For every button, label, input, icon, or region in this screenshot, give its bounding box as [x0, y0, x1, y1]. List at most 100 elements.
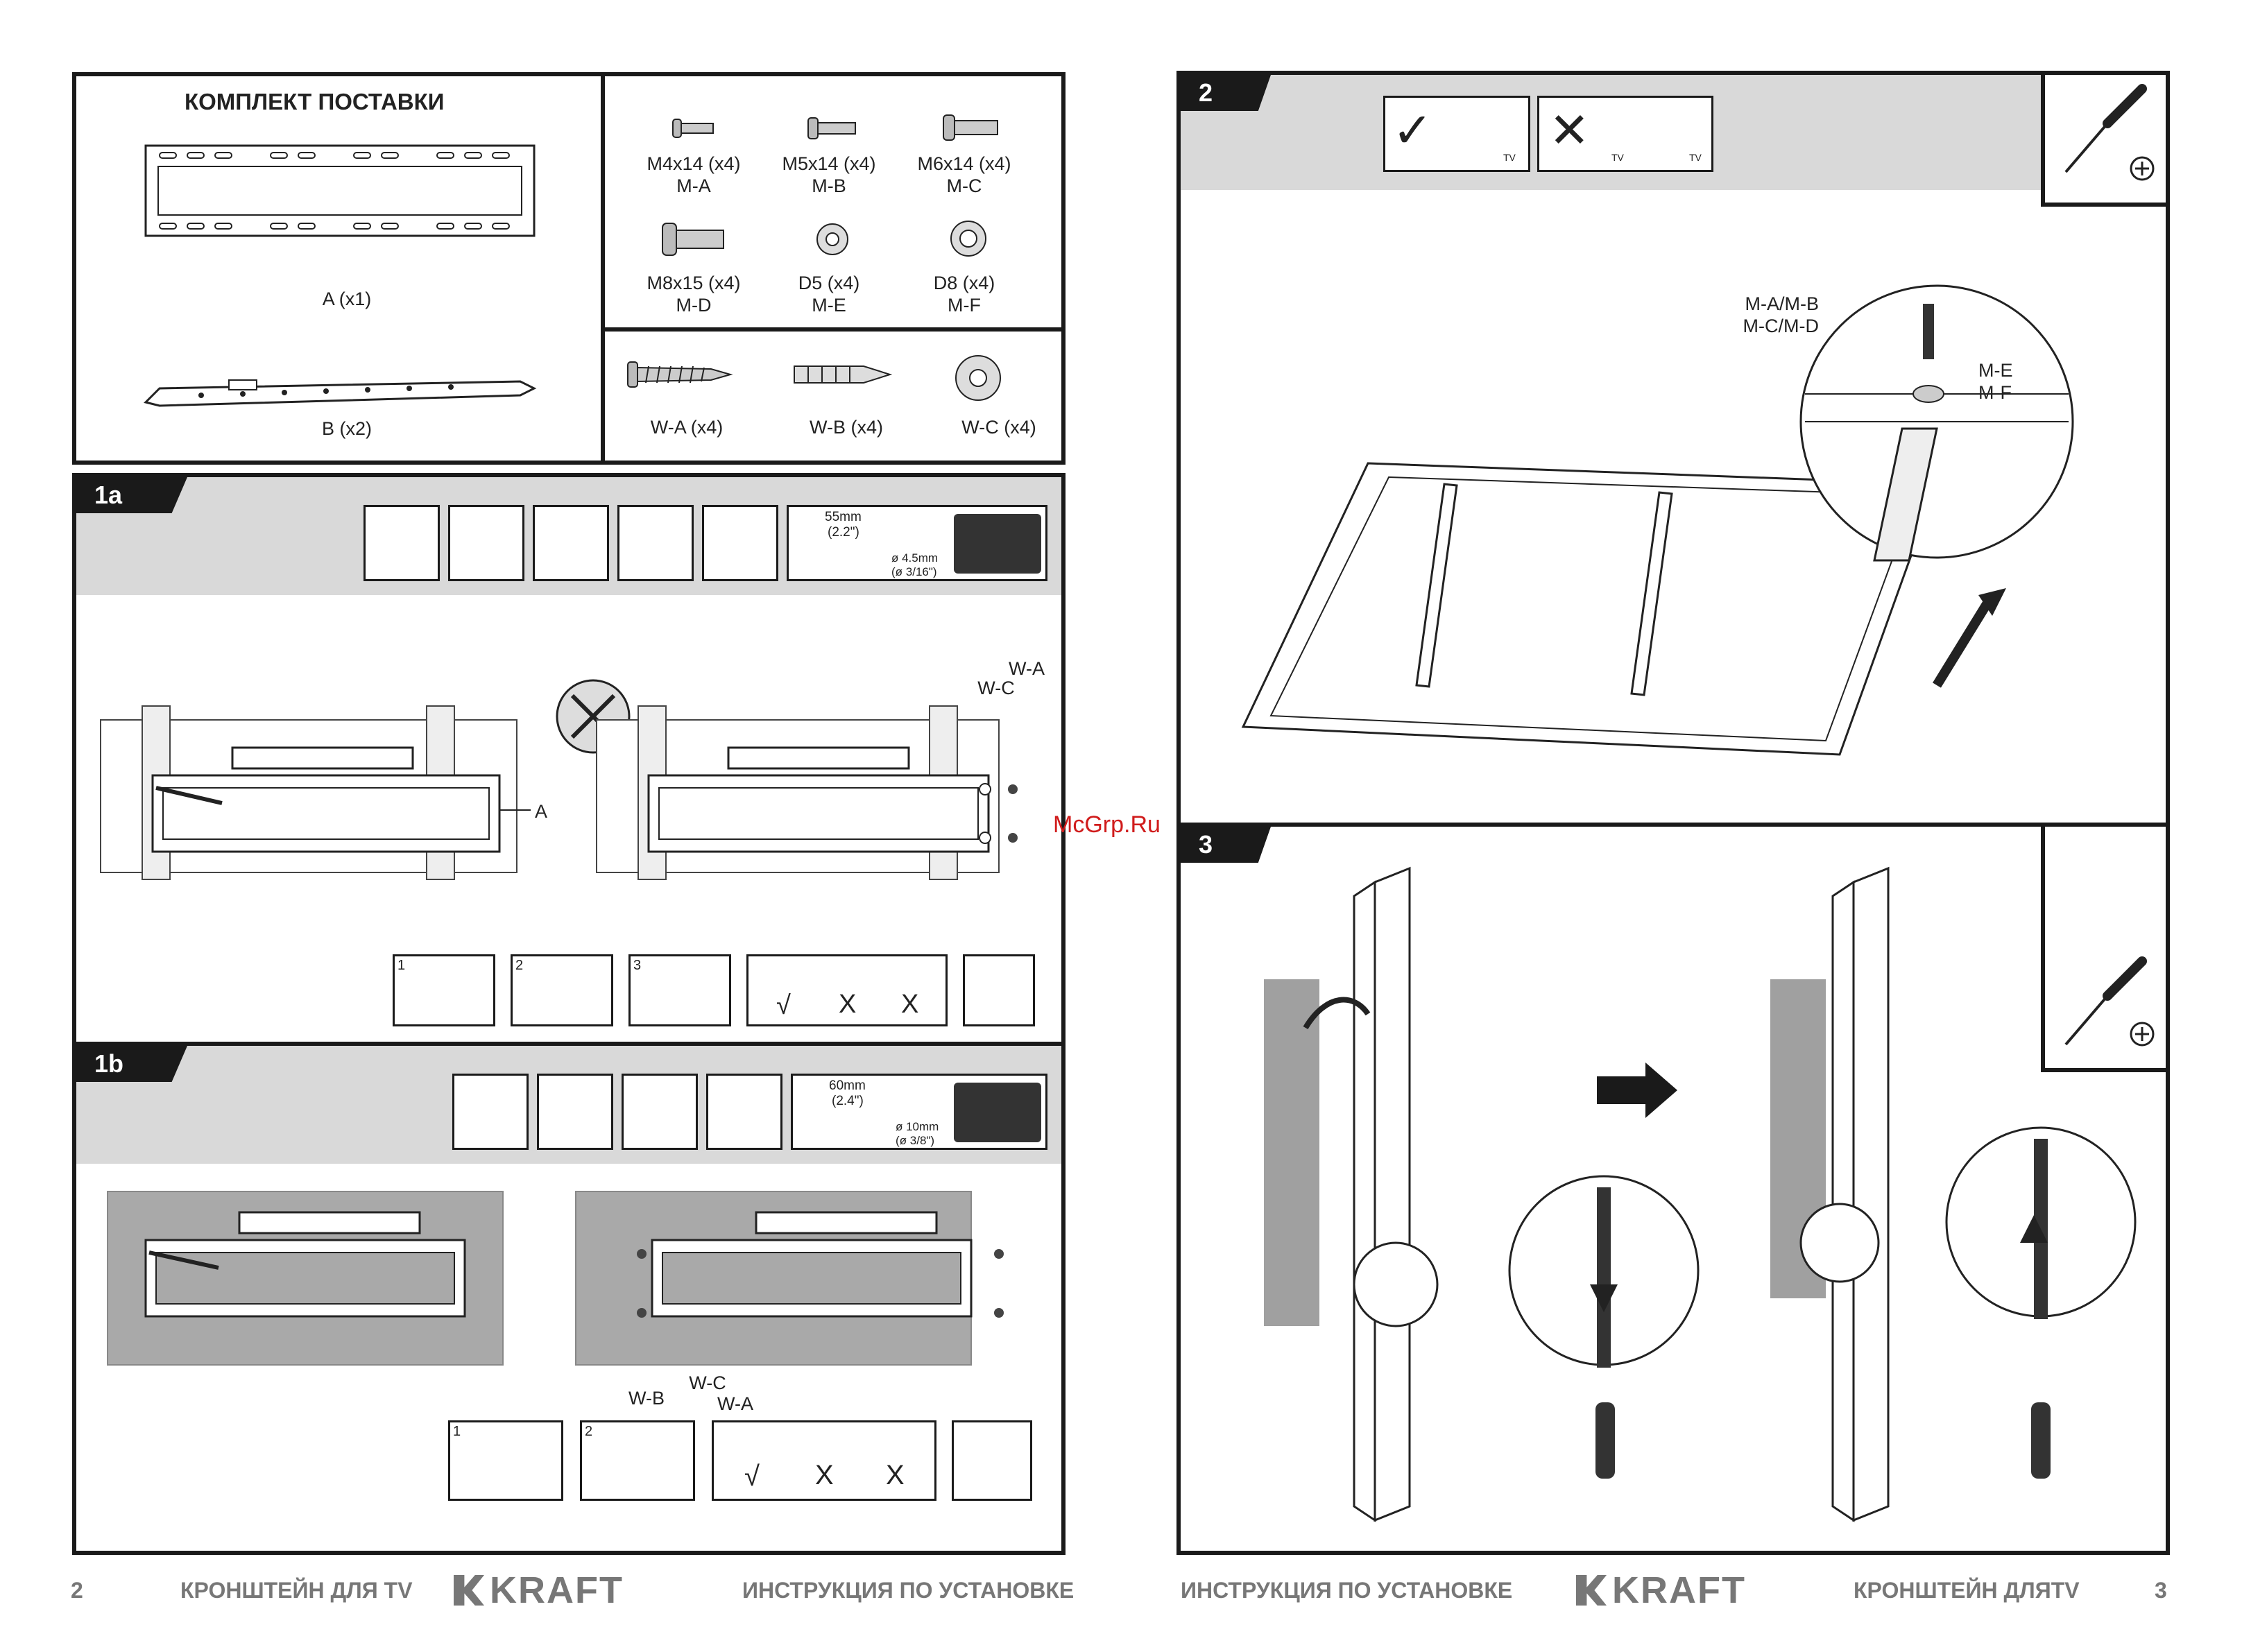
- step-1a-plate-screwed-drawing: [596, 705, 1018, 880]
- level-bad-mark: X: [901, 990, 919, 1019]
- screw-m-a-label: M4x14 (x4) M-A: [647, 153, 741, 196]
- kit-panel: КОМПЛЕКТ ПОСТАВКИ A (x1) B (x2) M4x14 (x…: [72, 72, 1066, 465]
- drill-depth-wood-icon: 55mm (2.2") ø 4.5mm (ø 3/16"): [787, 505, 1047, 581]
- step-3-panel: 3: [1176, 823, 2170, 1555]
- step-2-panel: 2 ✓ TV ✕ TV TV M-A/M-B M-C/M-D M-E M-F: [1176, 71, 2170, 827]
- substep-1a-2-icon: 2: [511, 954, 613, 1026]
- pencil-icon: [617, 505, 694, 581]
- watermark: McGrp.Ru: [1053, 811, 1161, 838]
- drill-depth-1a: 55mm: [825, 510, 862, 524]
- drill-depth-in-1b: (2.4"): [832, 1094, 864, 1108]
- tv-label: TV: [1503, 152, 1516, 163]
- power-drill-icon: [702, 505, 778, 581]
- kraft-logo-icon: [1576, 1575, 1607, 1606]
- tv-label: TV: [1689, 152, 1702, 163]
- level-check-1a-icon: √ X X: [746, 954, 948, 1026]
- screw-m-d-label: M8x15 (x4) M-D: [647, 273, 741, 316]
- footer-instruction-left: ИНСТРУКЦИЯ ПО УСТАНОВКЕ: [742, 1578, 1075, 1603]
- substep-1b-1-icon: 1: [448, 1420, 563, 1501]
- kraft-logo-icon: [454, 1575, 484, 1606]
- level-ok-mark: √: [776, 991, 791, 1020]
- phillips-screwdriver-icon: [2041, 75, 2166, 207]
- drill-depth-1b: 60mm: [829, 1078, 866, 1093]
- substep-1b-2-icon: 2: [580, 1420, 695, 1501]
- screw-m-c-label: M6x14 (x4) M-C: [917, 153, 1011, 196]
- pencil-icon: [622, 1074, 698, 1150]
- callout-washers-2: M-E M-F: [1978, 360, 2013, 403]
- drill-depth-in-1a: (2.2"): [828, 525, 859, 540]
- wall-part-w-b-label: W-B (x4): [810, 417, 883, 438]
- callout-wc-1a: W-C: [977, 678, 1015, 698]
- page-number-left: 2: [71, 1578, 83, 1603]
- brand-name: KRAFT: [490, 1569, 624, 1611]
- callout-screws-2: M-A/M-B M-C/M-D: [1743, 293, 1819, 336]
- callout-a-1a: A: [534, 801, 547, 822]
- kit-title: КОМПЛЕКТ ПОСТАВКИ: [185, 89, 445, 114]
- footer-instruction-right: ИНСТРУКЦИЯ ПО УСТАНОВКЕ: [1181, 1578, 1513, 1603]
- cross-mark-icon: ✕: [1549, 103, 1590, 157]
- drill-chuck-icon: [954, 1083, 1041, 1142]
- wood-stud-wall-icon: [363, 505, 440, 581]
- substep-number: 2: [515, 958, 524, 973]
- washer-m-f-icon: [950, 221, 986, 257]
- kit-divider-horizontal: [601, 327, 1066, 332]
- level-ok-mark: √: [744, 1461, 760, 1492]
- screw-m-b-icon: [807, 117, 856, 139]
- step-1a-plate-on-wall-drawing: [100, 705, 531, 880]
- screw-m-a-icon: [672, 119, 714, 138]
- drill-chuck-icon: [954, 514, 1041, 574]
- step-1-panel: 1a 55mm (2.2") ø 4.5mm (ø 3/16") A W-C: [72, 473, 1066, 1555]
- washer-w-c-icon: [955, 355, 1001, 401]
- right-arrow-icon: [1597, 1062, 1677, 1118]
- washer-m-f-label: D8 (x4) M-F: [933, 273, 995, 316]
- level-bad-mark: X: [815, 1460, 834, 1490]
- level-bad-mark: X: [886, 1460, 905, 1490]
- brand-name: KRAFT: [1612, 1569, 1746, 1611]
- power-drill-icon: [706, 1074, 782, 1150]
- step-1b-plate-screwed-drawing: [575, 1191, 1004, 1366]
- footer-product-right: КРОНШТЕЙН ДЛЯTV: [1854, 1578, 2080, 1603]
- brand-logo-right: KRAFT: [1576, 1569, 1746, 1612]
- substep-number: 3: [633, 958, 642, 973]
- kit-divider-vertical: [601, 76, 605, 465]
- step-1a-tab: 1a: [76, 477, 187, 513]
- step-3-tab: 3: [1181, 827, 1271, 863]
- drill-bit-1a-icon: [963, 954, 1035, 1026]
- drill-dia-in-1b: (ø 3/8"): [896, 1134, 935, 1147]
- drill-bit-1b-icon: [952, 1420, 1032, 1501]
- step-1b-divider: [76, 1042, 1061, 1046]
- substep-number: 1: [453, 1424, 461, 1439]
- tv-label: TV: [1611, 152, 1624, 163]
- callout-wa-1a: W-A: [1009, 658, 1045, 679]
- substep-number: 2: [585, 1424, 593, 1439]
- substep-1a-1-icon: 1: [393, 954, 495, 1026]
- drill-dia-in-1a: (ø 3/16"): [891, 565, 937, 578]
- stud-finder-icon: [448, 505, 524, 581]
- level-check-1b-icon: √ X X: [712, 1420, 936, 1501]
- part-a-label: A (x1): [322, 289, 372, 309]
- step-2-tab: 2: [1181, 75, 1271, 111]
- wood-screw-w-a-icon: [627, 361, 733, 388]
- callout-wc-1b: W-C: [689, 1373, 726, 1393]
- footer-product-left: КРОНШТЕЙН ДЛЯ TV: [180, 1578, 413, 1603]
- wall-plate-drawing: [144, 144, 536, 237]
- wall-part-w-c-label: W-C (x4): [961, 417, 1036, 438]
- level-bad-mark: X: [839, 990, 857, 1019]
- step-1b-tab: 1b: [76, 1046, 187, 1082]
- part-b-label: B (x2): [321, 418, 372, 439]
- screw-m-c-icon: [943, 114, 998, 141]
- phillips-screwdriver-icon: [2041, 947, 2166, 1072]
- tv-hanging-right-drawing: [1770, 866, 2137, 1522]
- screw-m-b-label: M5x14 (x4) M-B: [782, 153, 876, 196]
- washer-m-e-icon: [816, 223, 848, 255]
- drill-depth-concrete-icon: 60mm (2.4") ø 10mm (ø 3/8"): [791, 1074, 1047, 1150]
- substep-number: 1: [397, 958, 406, 973]
- spirit-level-icon: [533, 505, 609, 581]
- washer-m-e-label: D5 (x4) M-E: [798, 273, 860, 316]
- callout-wa-1b: W-A: [717, 1393, 753, 1414]
- drill-dia-1a: ø 4.5mm: [891, 551, 939, 565]
- tv-back-with-brackets-drawing: [1241, 462, 2006, 756]
- tv-hanging-left-drawing: [1264, 866, 1700, 1522]
- spirit-level-icon: [537, 1074, 613, 1150]
- brand-logo-left: KRAFT: [454, 1569, 624, 1612]
